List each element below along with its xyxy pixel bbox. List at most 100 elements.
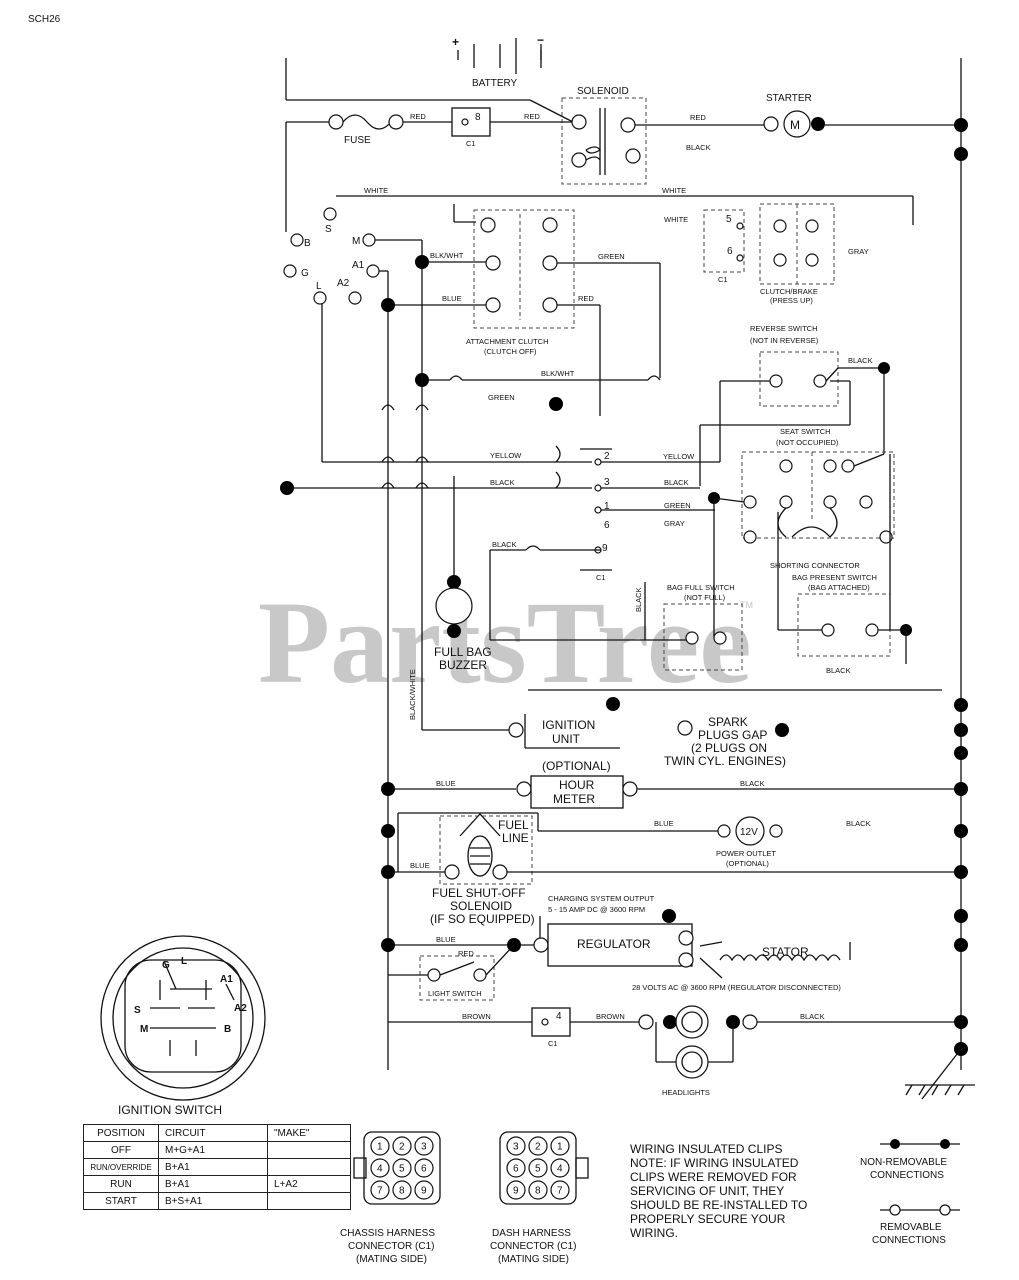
solenoid-label: SOLENOID (577, 86, 629, 97)
solenoid: SOLENOID (561, 86, 647, 185)
wire-label-red: RED (524, 112, 540, 121)
chassis-caption-2: CONNECTOR (C1) (348, 1241, 434, 1252)
connector-pin-label: 5 (535, 1164, 541, 1175)
charging-output-sub: 5 - 15 AMP DC @ 3600 RPM (548, 905, 645, 914)
power-outlet-sub: (OPTIONAL) (726, 859, 769, 868)
table-cell: B+A1 (158, 1175, 268, 1193)
ignition-position-table: POSITION CIRCUIT "MAKE" OFF M+G+A1 RUN/O… (83, 1124, 351, 1210)
page-code: SCH26 (28, 14, 61, 25)
wire-label-red: RED (578, 294, 594, 303)
table-cell (267, 1158, 351, 1176)
connector-pin (392, 1136, 412, 1156)
seat-switch: SEAT SWITCH (NOT OCCUPIED) SHORTING CONN… (741, 427, 895, 570)
wire-label-black: BLACK (848, 356, 873, 365)
face-label-s: S (134, 1005, 141, 1016)
battery-minus-sign: − (537, 33, 544, 47)
light-switch-label: LIGHT SWITCH (428, 989, 482, 998)
reverse-switch-sub: (NOT IN REVERSE) (750, 336, 819, 345)
c1-label: C1 (718, 275, 728, 284)
connector-pin (550, 1136, 570, 1156)
connector-pin-label: 9 (421, 1186, 427, 1197)
wire-label-gray: GRAY (664, 519, 685, 528)
connector-pin-label: 3 (513, 1142, 519, 1153)
table-cell (267, 1141, 351, 1159)
clutch-brake-sub: (PRESS UP) (770, 296, 813, 305)
wire-label-blue: BLUE (654, 819, 674, 828)
fuel-solenoid-line-3: (IF SO EQUIPPED) (430, 912, 535, 926)
connector-pin (414, 1136, 434, 1156)
optional-label: (OPTIONAL) (542, 759, 611, 773)
legend-nonremovable-1: NON-REMOVABLE (860, 1157, 947, 1168)
connector-pin-label: 7 (557, 1186, 563, 1197)
ign-term-s: S (325, 224, 332, 235)
wire-label-green: GREEN (488, 393, 515, 402)
connector-pin-label: 8 (535, 1186, 541, 1197)
connector-pin-label: 7 (377, 1186, 383, 1197)
ign-term-a2: A2 (337, 278, 350, 289)
regulator-stator: CHARGING SYSTEM OUTPUT 5 - 15 AMP DC @ 3… (381, 894, 851, 992)
face-label-a1: A1 (220, 974, 233, 985)
reverse-switch: REVERSE SWITCH (NOT IN REVERSE) BLACK (699, 324, 890, 486)
connector-pin (506, 1136, 526, 1156)
bag-present-switch: BAG PRESENT SWITCH (BAG ATTACHED) BLACK (777, 454, 912, 675)
connector-pin-label: 5 (399, 1164, 405, 1175)
fuel-line-and-power-outlet: BLUE FUEL LINE 12V POWER OUTLET (OPTIONA… (381, 812, 871, 872)
ign-term-g: G (301, 268, 309, 279)
c1-label: C1 (596, 573, 606, 582)
table-row: START B+S+A1 (83, 1192, 351, 1210)
fuel-shutoff-solenoid: BLUE FUEL SHUT-OFF SOLENOID (IF SO EQUIP… (381, 815, 954, 926)
connector-pin (506, 1180, 526, 1200)
wire-label-brown: BROWN (596, 1012, 625, 1021)
wire-label-black: BLACK (490, 478, 515, 487)
spark-plugs-gap: SPARK PLUGS GAP (2 PLUGS ON TWIN CYL. EN… (664, 715, 789, 768)
attachment-clutch-switch: BLK/WHT GREEN BLUE RED ATTACHMENT CLUTCH… (381, 204, 661, 416)
regulator-label: REGULATOR (577, 937, 651, 951)
ignition-unit-label2: UNIT (552, 732, 581, 746)
pin-6: 6 (727, 246, 733, 257)
ground-connections (905, 118, 975, 1100)
wire-label-green: GREEN (598, 252, 625, 261)
note-line-3: CLIPS WERE REMOVED FOR (630, 1170, 797, 1184)
fuel-line-label2: LINE (502, 831, 529, 845)
connector-pin (550, 1158, 570, 1178)
ign-term-l: L (316, 281, 322, 292)
fuse-label: FUSE (344, 135, 371, 146)
bag-present-label: BAG PRESENT SWITCH (792, 573, 877, 582)
fuel-solenoid-line-2: SOLENOID (450, 899, 512, 913)
dash-caption-1: DASH HARNESS (492, 1228, 571, 1239)
note-line-4: SERVICING OF UNIT, THEY (630, 1184, 784, 1198)
wire-label-blkwht: BLK/WHT (541, 369, 575, 378)
hour-meter-label: HOUR (559, 778, 595, 792)
seat-switch-sub: (NOT OCCUPIED) (776, 438, 839, 447)
chassis-caption-1: CHASSIS HARNESS (340, 1228, 435, 1239)
charging-output-label: CHARGING SYSTEM OUTPUT (548, 894, 655, 903)
wire-label-yellow: YELLOW (490, 451, 522, 460)
fuel-line-label: FUEL (498, 818, 529, 832)
bag-full-sub: (NOT FULL) (684, 593, 726, 602)
connector-pin (506, 1158, 526, 1178)
connector-pin (414, 1180, 434, 1200)
connector-pin (528, 1158, 548, 1178)
dash-caption-2: CONNECTOR (C1) (490, 1241, 576, 1252)
pin-9: 9 (602, 543, 608, 554)
wire-label-red: RED (690, 113, 706, 122)
connector-pin (392, 1158, 412, 1178)
power-outlet-label: POWER OUTLET (716, 849, 776, 858)
table-cell: L+A2 (267, 1175, 351, 1193)
wire-label-white: WHITE (662, 186, 686, 195)
chassis-caption-3: (MATING SIDE) (356, 1254, 427, 1265)
connector-pin-label: 4 (377, 1164, 383, 1175)
pin-2: 2 (604, 451, 610, 462)
connector-pin-label: 6 (513, 1164, 519, 1175)
spark-line-1: SPARK (708, 715, 748, 729)
table-cell: B+A1 (158, 1158, 268, 1176)
ignition-unit: IGNITION UNIT (508, 714, 620, 749)
table-cell (267, 1192, 351, 1210)
wire-label-green: GREEN (664, 501, 691, 510)
stator-volts: 28 VOLTS AC @ 3600 RPM (REGULATOR DISCON… (632, 983, 841, 992)
connector-pin-label: 2 (535, 1142, 541, 1153)
ground-bus (285, 58, 962, 1070)
table-cell: RUN (83, 1175, 159, 1193)
face-label-l: L (181, 956, 187, 967)
connector-pin (370, 1136, 390, 1156)
